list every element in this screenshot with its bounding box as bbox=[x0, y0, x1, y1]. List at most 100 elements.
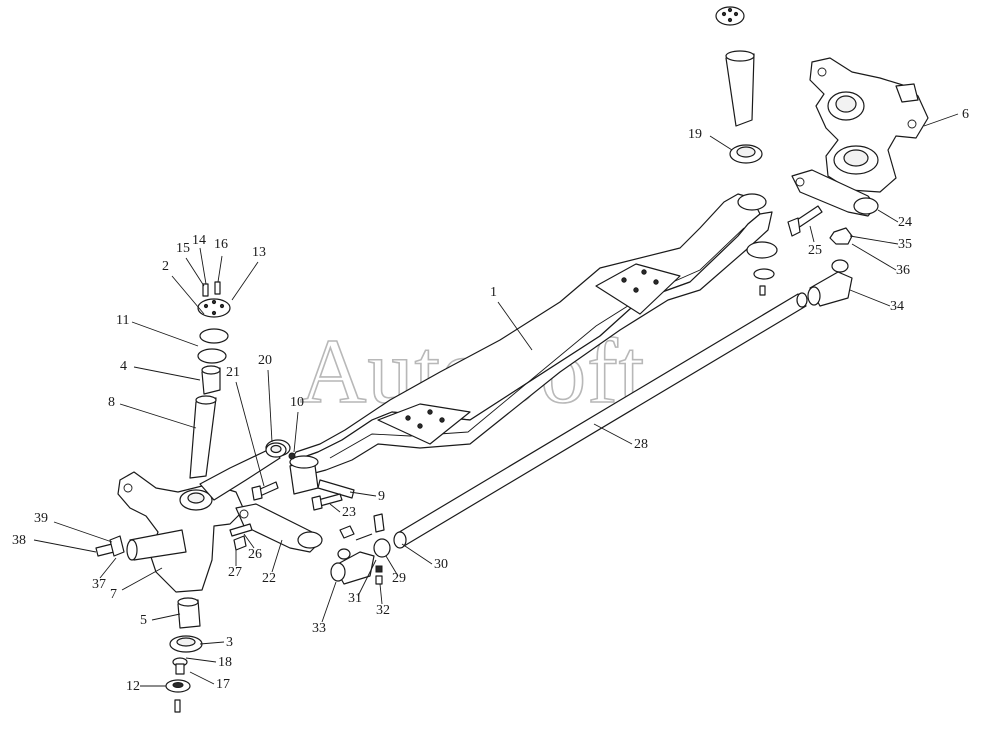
bushing-5 bbox=[177, 597, 201, 629]
callout-9: 9 bbox=[378, 489, 385, 504]
pin-9 bbox=[317, 479, 355, 499]
callout-20: 20 bbox=[258, 353, 272, 368]
nut-27 bbox=[233, 535, 247, 551]
king-pin-right bbox=[725, 50, 755, 127]
steering-arm-24 bbox=[791, 169, 879, 217]
leader-line-25 bbox=[809, 225, 815, 243]
lower-cap-18 bbox=[172, 657, 188, 675]
bolt-21 bbox=[251, 481, 279, 501]
callout-23: 23 bbox=[342, 505, 356, 520]
callout-2: 2 bbox=[162, 259, 169, 274]
callout-21: 21 bbox=[226, 365, 240, 380]
bolt-26 bbox=[229, 523, 253, 537]
nut-35 bbox=[829, 227, 853, 245]
callout-28: 28 bbox=[634, 437, 648, 452]
leader-line-32 bbox=[379, 583, 383, 605]
leader-line-3 bbox=[199, 641, 225, 645]
leader-line-14 bbox=[199, 247, 207, 285]
callout-32: 32 bbox=[376, 603, 390, 618]
king-pin-cap-left bbox=[197, 281, 231, 318]
tie-rod-end-34 bbox=[807, 259, 853, 307]
leader-line-22 bbox=[271, 539, 283, 573]
callout-14: 14 bbox=[192, 233, 206, 248]
leader-line-36 bbox=[851, 243, 897, 271]
leader-line-38 bbox=[33, 539, 97, 553]
callout-31: 31 bbox=[348, 591, 362, 606]
bolt-25 bbox=[787, 205, 823, 237]
leader-line-8 bbox=[119, 403, 197, 429]
bushing-4 bbox=[201, 365, 221, 395]
callout-8: 8 bbox=[108, 395, 115, 410]
clamp-29-31 bbox=[339, 513, 391, 585]
callout-5: 5 bbox=[140, 613, 147, 628]
callout-3: 3 bbox=[226, 635, 233, 650]
callout-6: 6 bbox=[962, 107, 969, 122]
callout-38: 38 bbox=[12, 533, 26, 548]
leader-line-19 bbox=[709, 135, 733, 151]
leader-line-23 bbox=[329, 503, 341, 513]
leader-line-16 bbox=[217, 255, 223, 283]
callout-10: 10 bbox=[290, 395, 304, 410]
lower-cover-12 bbox=[165, 679, 191, 713]
leader-line-34 bbox=[849, 289, 891, 307]
callout-11: 11 bbox=[116, 313, 129, 328]
callout-37: 37 bbox=[92, 577, 106, 592]
leader-line-15 bbox=[185, 257, 205, 287]
callout-35: 35 bbox=[898, 237, 912, 252]
leader-line-30 bbox=[401, 543, 433, 565]
callout-22: 22 bbox=[262, 571, 276, 586]
king-pin-left bbox=[189, 395, 217, 479]
callout-26: 26 bbox=[248, 547, 262, 562]
leader-line-6 bbox=[923, 113, 959, 127]
leader-line-2 bbox=[171, 275, 205, 315]
king-pin-cap-right bbox=[715, 6, 745, 26]
callout-7: 7 bbox=[110, 587, 117, 602]
thrust-bearing-3 bbox=[169, 635, 203, 653]
leader-line-39 bbox=[53, 521, 113, 543]
leader-line-24 bbox=[877, 209, 899, 223]
callout-15: 15 bbox=[176, 241, 190, 256]
callout-13: 13 bbox=[252, 245, 266, 260]
bracket-20 bbox=[199, 442, 287, 501]
leader-line-5 bbox=[151, 613, 181, 621]
callout-34: 34 bbox=[890, 299, 904, 314]
bolt-23 bbox=[311, 493, 343, 511]
grease-nipple-10 bbox=[288, 452, 296, 460]
leader-line-4 bbox=[133, 366, 201, 381]
callout-17: 17 bbox=[216, 677, 230, 692]
callout-27: 27 bbox=[228, 565, 242, 580]
leader-line-10 bbox=[293, 411, 299, 453]
leader-line-29 bbox=[385, 555, 399, 577]
washer-right bbox=[746, 241, 778, 296]
tie-rod-tube bbox=[393, 292, 808, 549]
callout-16: 16 bbox=[214, 237, 228, 252]
leader-line-11 bbox=[131, 321, 199, 347]
leader-line-26 bbox=[243, 533, 255, 549]
leader-line-21 bbox=[235, 381, 265, 487]
callout-24: 24 bbox=[898, 215, 912, 230]
leader-line-13 bbox=[231, 261, 259, 301]
leader-line-28 bbox=[593, 423, 633, 445]
leader-line-20 bbox=[267, 369, 273, 443]
seal-19 bbox=[729, 144, 763, 164]
callout-33: 33 bbox=[312, 621, 326, 636]
steering-knuckle-right bbox=[809, 57, 929, 193]
leader-line-18 bbox=[185, 657, 217, 663]
callout-12: 12 bbox=[126, 679, 140, 694]
leader-line-7 bbox=[121, 567, 163, 591]
callout-4: 4 bbox=[120, 359, 127, 374]
leader-line-33 bbox=[321, 581, 337, 623]
bolt-38-39 bbox=[95, 535, 125, 557]
callout-18: 18 bbox=[218, 655, 232, 670]
leader-line-31 bbox=[357, 559, 377, 597]
callout-25: 25 bbox=[808, 243, 822, 258]
callout-1: 1 bbox=[490, 285, 497, 300]
callout-36: 36 bbox=[896, 263, 910, 278]
callout-30: 30 bbox=[434, 557, 448, 572]
callout-29: 29 bbox=[392, 571, 406, 586]
shim-11 bbox=[197, 328, 229, 364]
leader-line-35 bbox=[849, 235, 899, 245]
